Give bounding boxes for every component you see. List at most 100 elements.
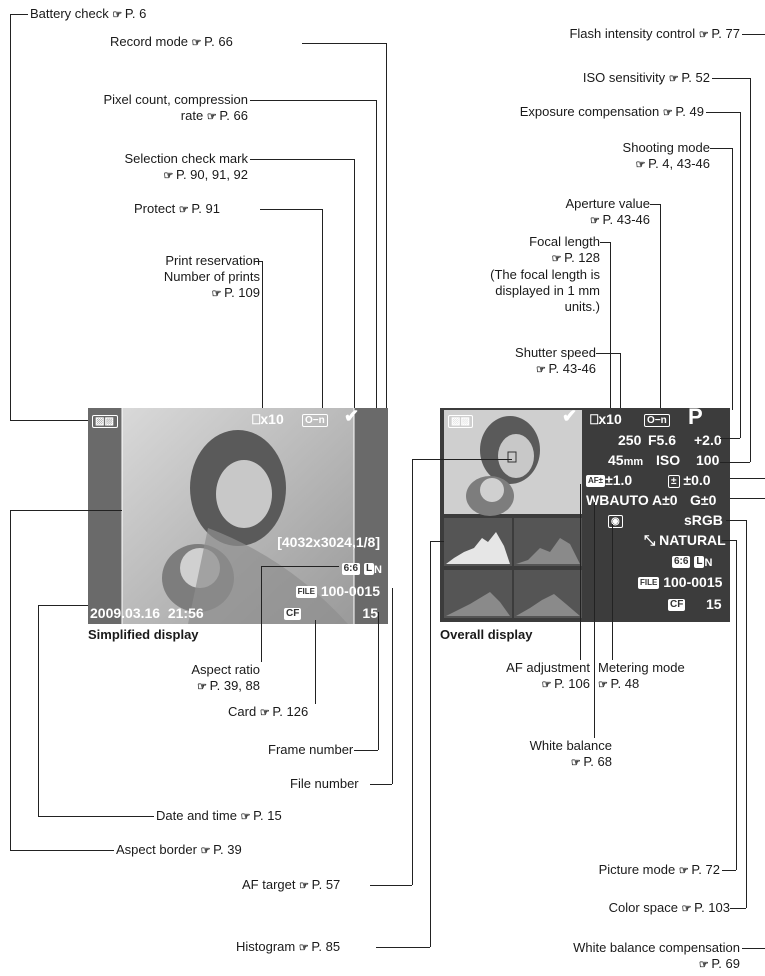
- overall-check-icon: ✔: [562, 408, 578, 426]
- date-time-label: Date and time ☞ P. 15: [156, 808, 282, 825]
- flash-icon: ±: [668, 474, 680, 488]
- record-mode-leader: [302, 43, 386, 44]
- selection-page: P. 90, 91, 92: [175, 167, 248, 182]
- overall-focal-num: 45: [608, 452, 624, 468]
- aperture-leader-v: [660, 204, 661, 420]
- frame-number: 15: [362, 605, 378, 621]
- page-ref-icon: ☞: [598, 679, 608, 691]
- histogram-chart: [444, 518, 582, 618]
- page-ref-icon: ☞: [551, 253, 562, 265]
- af-adjust-text: AF adjustment: [506, 660, 590, 675]
- record-mode-leader-v: [386, 43, 387, 569]
- metering-leader: [612, 524, 613, 660]
- card-icon: CF: [284, 605, 302, 621]
- af-target-leader: [370, 885, 412, 886]
- shooting-leader: [710, 148, 732, 149]
- card-label: Card ☞ P. 126: [228, 704, 308, 721]
- histogram-leader-top: [430, 541, 444, 542]
- page-ref-icon: ☞: [678, 865, 689, 877]
- overall-exposure: +2.0: [694, 432, 722, 448]
- aspect-ratio-icon: 6:6: [341, 563, 361, 576]
- histogram-grid: [444, 518, 582, 618]
- protect-icon: O−n: [302, 411, 328, 427]
- exposure-label: Exposure compensation ☞ P. 49: [440, 104, 704, 121]
- aspect-border-text: Aspect border: [116, 842, 197, 857]
- color-space-label: Color space ☞ P. 103: [530, 900, 730, 917]
- histogram-page: P. 85: [311, 939, 341, 954]
- af-target-page: P. 57: [311, 877, 341, 892]
- picture-panel-leader: [722, 540, 736, 541]
- file-number-row: FILE 100-0015: [295, 583, 380, 599]
- page-ref-icon: ☞: [259, 707, 270, 719]
- selection-check-icon: ✔: [344, 408, 360, 426]
- aspect-border-leader-v: [10, 510, 11, 850]
- protect-label: Protect ☞ P. 91: [134, 201, 220, 218]
- shutter-text: Shutter speed: [515, 345, 596, 360]
- print-text1: Print reservation: [165, 253, 260, 268]
- iso-label: ISO sensitivity ☞ P. 52: [470, 70, 710, 87]
- af-adjust-label: AF adjustment☞ P. 106: [470, 660, 590, 693]
- date-time: 2009.03.16 21:56: [90, 605, 204, 621]
- battery-check-page: P. 6: [124, 6, 147, 21]
- aspect-border-leader-end: [10, 510, 122, 511]
- flash-label: Flash intensity control ☞ P. 77: [470, 26, 740, 43]
- metering-icon: ◉: [608, 512, 623, 528]
- aspect-border-label: Aspect border ☞ P. 39: [116, 842, 242, 859]
- file-number: 100-0015: [320, 583, 380, 599]
- shooting-mode-text: Shooting mode: [622, 140, 710, 155]
- pixel-leader: [250, 100, 376, 101]
- wb-leader: [594, 502, 595, 738]
- picture-mode-page: P. 72: [691, 862, 720, 877]
- page-ref-icon: ☞: [163, 170, 173, 182]
- exposure-leader: [706, 112, 740, 113]
- shooting-mode-page: P. 4, 43-46: [648, 156, 710, 171]
- aspect-ratio-page: P. 39, 88: [209, 678, 260, 693]
- overall-flash-row: ± ±0.0: [668, 472, 711, 488]
- aperture-page: P. 43-46: [602, 212, 650, 227]
- record-mode-page: P. 66: [204, 34, 233, 49]
- quality-n: N: [374, 564, 382, 576]
- focal-leader: [600, 242, 610, 243]
- overall-wb-g: G±0: [690, 492, 717, 508]
- histogram-red: [516, 538, 580, 564]
- histogram-label: Histogram ☞ P. 85: [236, 939, 340, 956]
- overall-aspect-icon: 6:6: [672, 556, 691, 569]
- flash-text: Flash intensity control: [569, 26, 696, 41]
- date-time-text: Date and time: [156, 808, 237, 823]
- overall-frame: 15: [706, 596, 722, 612]
- overall-focal-unit: mm: [623, 456, 644, 468]
- iso-page: P. 52: [681, 70, 710, 85]
- exposure-leader-v: [740, 112, 741, 438]
- pixel-count-text1: Pixel count, compression: [103, 92, 248, 107]
- battery-check-label: Battery check ☞ P. 6: [30, 6, 146, 23]
- record-mode-label: Record mode ☞ P. 66: [110, 34, 233, 51]
- flash-panel-leader: [730, 478, 765, 479]
- color-space-page: P. 103: [694, 900, 730, 915]
- focal-note2: displayed in 1 mm: [495, 283, 600, 298]
- page-ref-icon: ☞: [681, 903, 692, 915]
- battery-leader-end: [10, 420, 88, 421]
- focal-note1: (The focal length is: [490, 267, 600, 282]
- overall-file-icon: FILE: [638, 577, 660, 590]
- aperture-leader: [650, 204, 660, 205]
- focal-text: Focal length: [529, 234, 600, 249]
- protect-icon-text: O−n: [302, 413, 328, 427]
- aspect-border-page: P. 39: [213, 842, 242, 857]
- exposure-page: P. 49: [675, 104, 704, 119]
- page-ref-icon: ☞: [590, 215, 600, 227]
- page-ref-icon: ☞: [541, 679, 552, 691]
- overall-shutter: 250: [618, 432, 642, 448]
- selection-leader: [250, 159, 354, 160]
- wb-label: White balance☞ P. 68: [500, 738, 612, 771]
- print-leader: [254, 261, 262, 262]
- picture-mode-value: NATURAL: [659, 532, 726, 548]
- af-adjust-icon: AF±: [586, 475, 606, 488]
- page-ref-icon: ☞: [299, 880, 309, 892]
- iso-text: ISO sensitivity: [582, 70, 666, 85]
- page-ref-icon: ☞: [635, 159, 646, 171]
- overall-picture-mode: ⤡ NATURAL: [644, 532, 726, 548]
- overall-card-icon: CF: [668, 596, 686, 612]
- af-target-label: AF target ☞ P. 57: [242, 877, 340, 894]
- overall-quality-n: N: [704, 557, 713, 569]
